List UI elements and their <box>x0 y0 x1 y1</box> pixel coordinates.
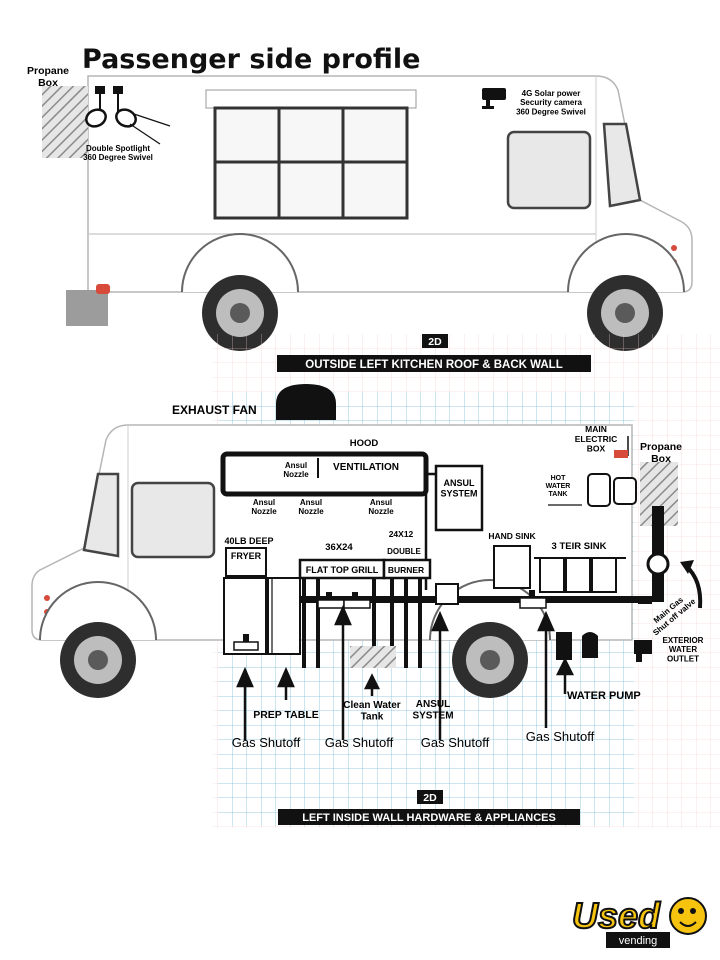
fryer-label: FRYER <box>231 551 262 561</box>
ansul-system-box <box>434 464 484 532</box>
serving-window <box>205 89 417 220</box>
security-camera-icon <box>482 88 506 109</box>
water-pump-label: WATER PUMP <box>567 690 641 702</box>
appliance-legs <box>302 578 422 668</box>
water-pump-icon <box>556 632 598 660</box>
used-vending-logo: Used vending <box>571 894 707 948</box>
water-outlet-icon <box>634 640 652 662</box>
propane-pipe <box>638 506 670 604</box>
section-2d-label-bottom: 2D <box>423 792 437 804</box>
hood-label: HOOD <box>350 438 379 449</box>
gas-shutoff-label-1: Gas Shutoff <box>232 735 301 750</box>
fryer-gas-valve-icon <box>233 634 259 651</box>
gas-line <box>300 596 640 603</box>
burner-label: BURNER <box>388 565 424 575</box>
ventilation-label: VENTILATION <box>333 462 399 473</box>
gas-shutoff-label-4: Gas Shutoff <box>526 729 595 744</box>
spotlight-icon <box>85 86 171 145</box>
clean-water-tank <box>350 646 396 668</box>
fryer <box>225 547 267 577</box>
gas-shutoff-label-2: Gas Shutoff <box>325 735 394 750</box>
section-title-top: OUTSIDE LEFT KITCHEN ROOF & BACK WALL <box>305 359 562 371</box>
grill-size-label: 36X24 <box>325 542 353 553</box>
hot-water-tank-1 <box>587 473 611 507</box>
callout-arrows <box>236 604 575 740</box>
top-truck-illustration <box>66 75 693 351</box>
exhaust-fan-icon <box>276 384 336 420</box>
gas-valve-icons <box>317 583 547 609</box>
logo-brand-text: Used <box>572 895 661 936</box>
prep-table-label: PREP TABLE <box>253 709 319 721</box>
burner-size-label: 24X12 <box>389 529 414 539</box>
exhaust-fan-label: EXHAUST FAN <box>172 403 257 417</box>
hand-sink-label: HAND SINK <box>488 531 536 541</box>
propane-box-top <box>42 86 88 158</box>
section-2d-label-top: 2D <box>428 336 442 348</box>
three-tier-sink-label: 3 TEIR SINK <box>552 541 607 552</box>
three-tier-sink <box>539 557 617 593</box>
page-title: Passenger side profile <box>82 44 420 75</box>
gas-shutoff-label-3: Gas Shutoff <box>421 735 490 750</box>
section-title-bottom: LEFT INSIDE WALL HARDWARE & APPLIANCES <box>302 812 556 824</box>
hot-water-tank-2 <box>613 477 637 505</box>
fryer-size-label: 40LB DEEP <box>224 536 273 546</box>
prep-table <box>267 577 301 655</box>
flat-top-grill-label: FLAT TOP GRILL <box>306 565 379 575</box>
logo-sub-text: vending <box>619 935 658 947</box>
burner-double-label: DOUBLE <box>387 547 421 556</box>
hand-sink <box>493 545 531 589</box>
